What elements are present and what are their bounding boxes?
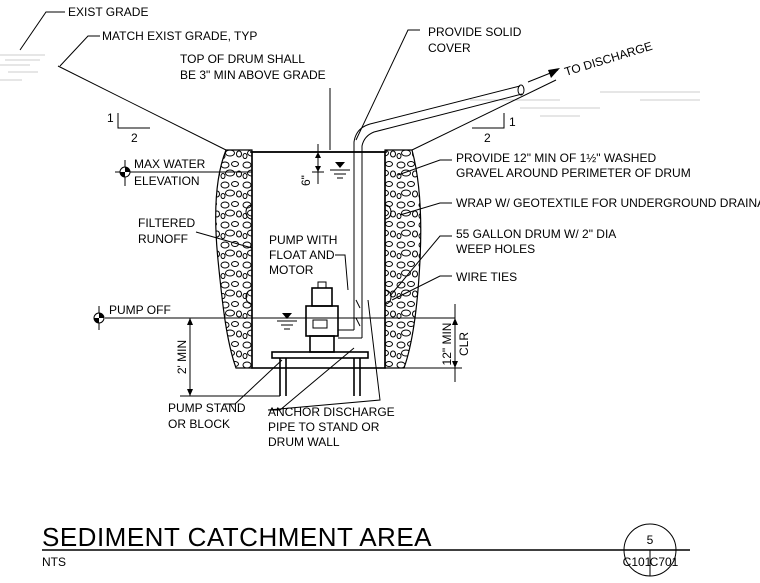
detail-title: SEDIMENT CATCHMENT AREA [42,522,432,552]
grade-hatch-left [0,54,45,81]
label-clr: CLR [457,332,471,356]
grade-line-left [57,65,227,151]
sheet-ref-left: C101 [623,555,652,569]
label-slope-right-run: 2 [484,131,491,145]
label-pump-1: PUMP WITH [269,233,337,247]
label-slope-left-rise: 1 [107,111,114,125]
label-top-drum-1: TOP OF DRUM SHALL [180,52,305,66]
label-anchor-3: DRUM WALL [268,435,340,449]
pump [305,281,339,353]
dim-2ft-min [180,318,280,397]
label-drum-1: 55 GALLON DRUM W/ 2" DIA [456,227,616,241]
label-slope-left-run: 2 [131,131,138,145]
label-slope-right-rise: 1 [509,115,516,129]
pump-stand [271,351,369,396]
label-pump-2: FLOAT AND [269,248,335,262]
label-anchor-1: ANCHOR DISCHARGE [268,405,395,419]
pump-off-target [93,306,105,330]
discharge-pipe [338,84,525,339]
label-anchor-2: PIPE TO STAND OR [268,420,380,434]
label-to-discharge: TO DISCHARGE [563,39,654,79]
detail-callout-bubble [623,523,677,577]
label-drum-2: WEEP HOLES [456,242,535,256]
slope-left [117,113,150,129]
dim-12in-clr [404,304,462,382]
label-stand-1: PUMP STAND [168,401,246,415]
weep-hole-right-lower [384,289,392,305]
label-gravel-1: PROVIDE 12" MIN OF 1½" WASHED [456,151,656,165]
detail-number: 5 [647,533,654,547]
dim-6in [312,144,324,184]
label-wrap: WRAP W/ GEOTEXTILE FOR UNDERGROUND DRAIN… [456,196,760,210]
gravel-right [384,149,422,369]
label-filtered-1: FILTERED [138,216,195,230]
label-wire-ties: WIRE TIES [456,270,517,284]
weep-hole-left-upper [245,204,253,220]
max-water-target [115,160,252,186]
slope-right [472,113,505,129]
label-gravel-2: GRAVEL AROUND PERIMETER OF DRUM [456,166,691,180]
detail-scale: NTS [42,555,66,569]
weep-hole-left-lower [245,289,253,305]
max-water-symbol [330,162,350,179]
label-solid-cover-2: COVER [428,41,471,55]
label-exist-grade: EXIST GRADE [68,5,148,19]
label-max-water-1: MAX WATER [134,157,206,171]
leader-lines [19,11,559,411]
label-solid-cover-1: PROVIDE SOLID [428,25,522,39]
grade-hatch-right [470,91,700,117]
label-two-min: 2' MIN [175,340,189,374]
label-pump-3: MOTOR [269,263,314,277]
label-filtered-2: RUNOFF [138,232,188,246]
sheet-ref-right: C701 [650,555,679,569]
grade-line-right [411,79,557,151]
gravel-left [215,149,253,369]
pump-off-symbol [277,313,297,330]
label-match-grade: MATCH EXIST GRADE, TYP [102,29,257,43]
label-six-in: 6" [299,175,313,186]
weep-hole-right-upper [384,204,392,220]
discharge-arrow [548,68,560,78]
label-top-drum-2: BE 3" MIN ABOVE GRADE [180,68,326,82]
label-stand-2: OR BLOCK [168,417,230,431]
label-twelve-min: 12" MIN [440,323,454,366]
label-max-water-2: ELEVATION [134,174,200,188]
label-pump-off: PUMP OFF [109,303,171,317]
